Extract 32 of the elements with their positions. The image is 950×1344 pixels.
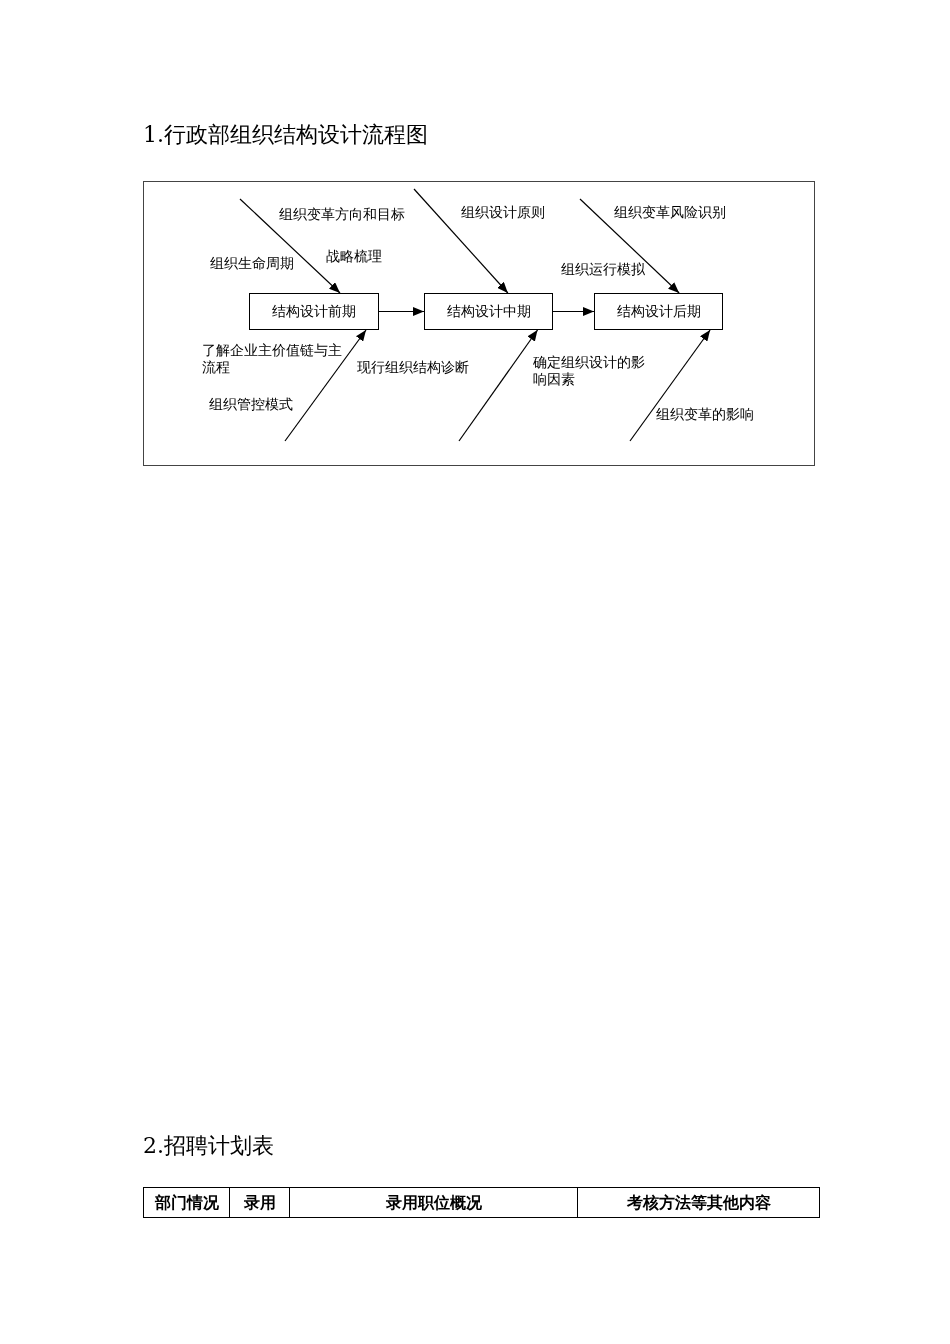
box-label: 结构设计中期 bbox=[446, 303, 531, 320]
arrow bbox=[284, 329, 367, 442]
box-label: 结构设计前期 bbox=[272, 303, 356, 320]
branch-label: 组织变革的影响 bbox=[656, 406, 754, 423]
arrow bbox=[579, 198, 680, 294]
arrow bbox=[239, 198, 341, 294]
arrow bbox=[552, 307, 595, 316]
arrow bbox=[629, 329, 711, 442]
section-heading: 2.招聘计划表 bbox=[143, 1133, 274, 1159]
arrow bbox=[458, 329, 539, 442]
branch-label: 组织变革方向和目标 bbox=[279, 206, 405, 223]
branch-label: 了解企业主价值链与主流程 bbox=[202, 342, 343, 376]
diagram-frame bbox=[143, 181, 815, 466]
table-header-cell: 考核方法等其他内容 bbox=[577, 1187, 820, 1218]
diagram-title: 1.行政部组织结构设计流程图 bbox=[143, 122, 428, 148]
arrow bbox=[413, 188, 509, 294]
branch-label: 战略梳理 bbox=[326, 248, 382, 265]
process-box bbox=[594, 293, 723, 330]
table-header-cell: 录用 bbox=[229, 1187, 290, 1218]
branch-label: 确定组织设计的影响因素 bbox=[533, 354, 646, 388]
arrow bbox=[378, 307, 425, 316]
box-label: 结构设计后期 bbox=[616, 303, 701, 320]
branch-label: 现行组织结构诊断 bbox=[357, 359, 469, 376]
table-header-cell: 部门情况 bbox=[143, 1187, 230, 1218]
branch-label: 组织运行模拟 bbox=[561, 261, 645, 278]
branch-label: 组织变革风险识别 bbox=[614, 204, 726, 221]
process-box bbox=[249, 293, 379, 330]
table-header-cell: 录用职位概况 bbox=[289, 1187, 578, 1218]
branch-label: 组织生命周期 bbox=[210, 255, 294, 272]
branch-label: 组织设计原则 bbox=[461, 204, 545, 221]
branch-label: 组织管控模式 bbox=[209, 396, 293, 413]
process-box bbox=[424, 293, 553, 330]
